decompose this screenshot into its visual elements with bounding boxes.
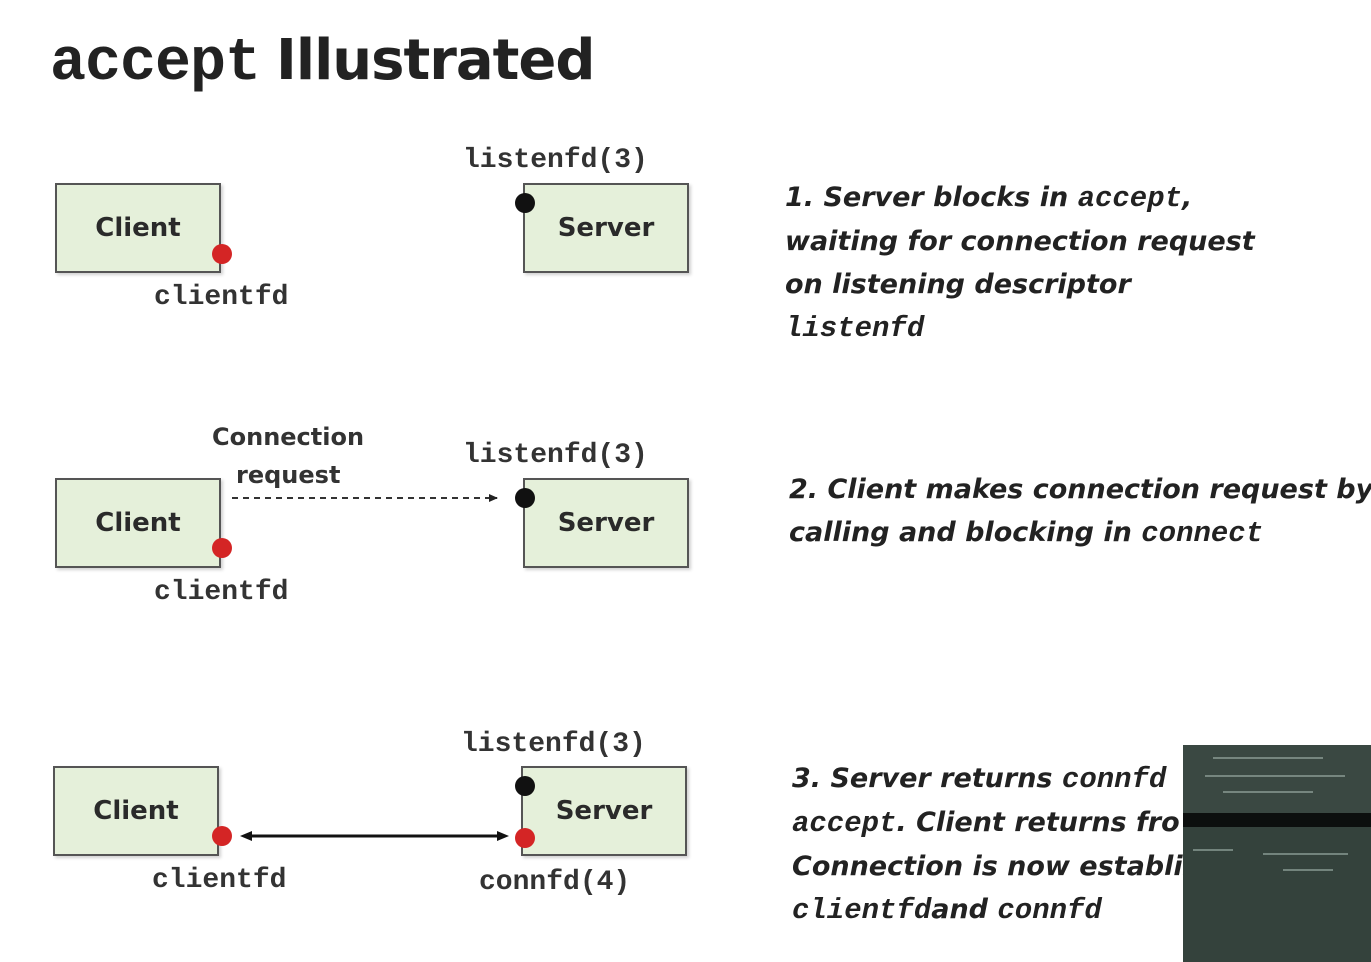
clientfd-label-step2: clientfd [154,577,289,608]
clientfd-dot-step3 [212,826,232,846]
client-box-step2: Client [55,478,221,568]
listenfd-label-step3: listenfd(3) [461,729,646,760]
request-label: request [236,461,341,489]
client-box-step3: Client [53,766,219,856]
step2-line2: calling and blocking in connect [789,517,1264,550]
server-box-step3: Server [521,766,687,856]
step1-line2: waiting for connection request [785,226,1255,257]
step1-line4: listenfd [785,312,925,345]
step1-line1: 1. Server blocks in accept, [785,182,1193,215]
step3-description: 3. Server returns connfd accept. Client r… [792,757,1199,932]
step1-line3: on listening descriptor [785,269,1131,300]
step1-description: 1. Server blocks in accept, waiting for c… [785,176,1255,350]
listenfd-dot-step2 [515,488,535,508]
connfd-dot-step3 [515,828,535,848]
server-box-step1: Server [523,183,689,273]
slide-title: accept Illustrated [50,28,595,108]
step2-description: 2. Client makes connection request by cal… [789,468,1371,555]
title-code: accept [50,30,261,98]
server-box-step2: Server [523,478,689,568]
listenfd-dot-step1 [515,193,535,213]
listenfd-dot-step3 [515,776,535,796]
clientfd-label-step1: clientfd [154,282,289,313]
step3-line3: Connection is now establis [792,851,1199,882]
step3-line2: accept. Client returns fro [792,807,1180,840]
blackboard-frame [1183,813,1371,827]
step3-line4: clientfdand connfd [792,894,1102,927]
clientfd-label-step3: clientfd [152,865,287,896]
title-text: Illustrated [276,28,595,93]
connfd-label-step3: connfd(4) [479,867,631,898]
blackboard-upper [1183,745,1371,813]
client-box-step1: Client [55,183,221,273]
step3-line1: 3. Server returns connfd [792,763,1167,796]
connection-label: Connection [212,423,365,451]
step2-line1: 2. Client makes connection request by [789,474,1371,505]
clientfd-dot-step1 [212,244,232,264]
listenfd-label-step1: listenfd(3) [463,145,648,176]
blackboard-lower [1183,827,1371,962]
clientfd-dot-step2 [212,538,232,558]
listenfd-label-step2: listenfd(3) [463,440,648,471]
lecture-video-thumbnail [1183,745,1371,962]
